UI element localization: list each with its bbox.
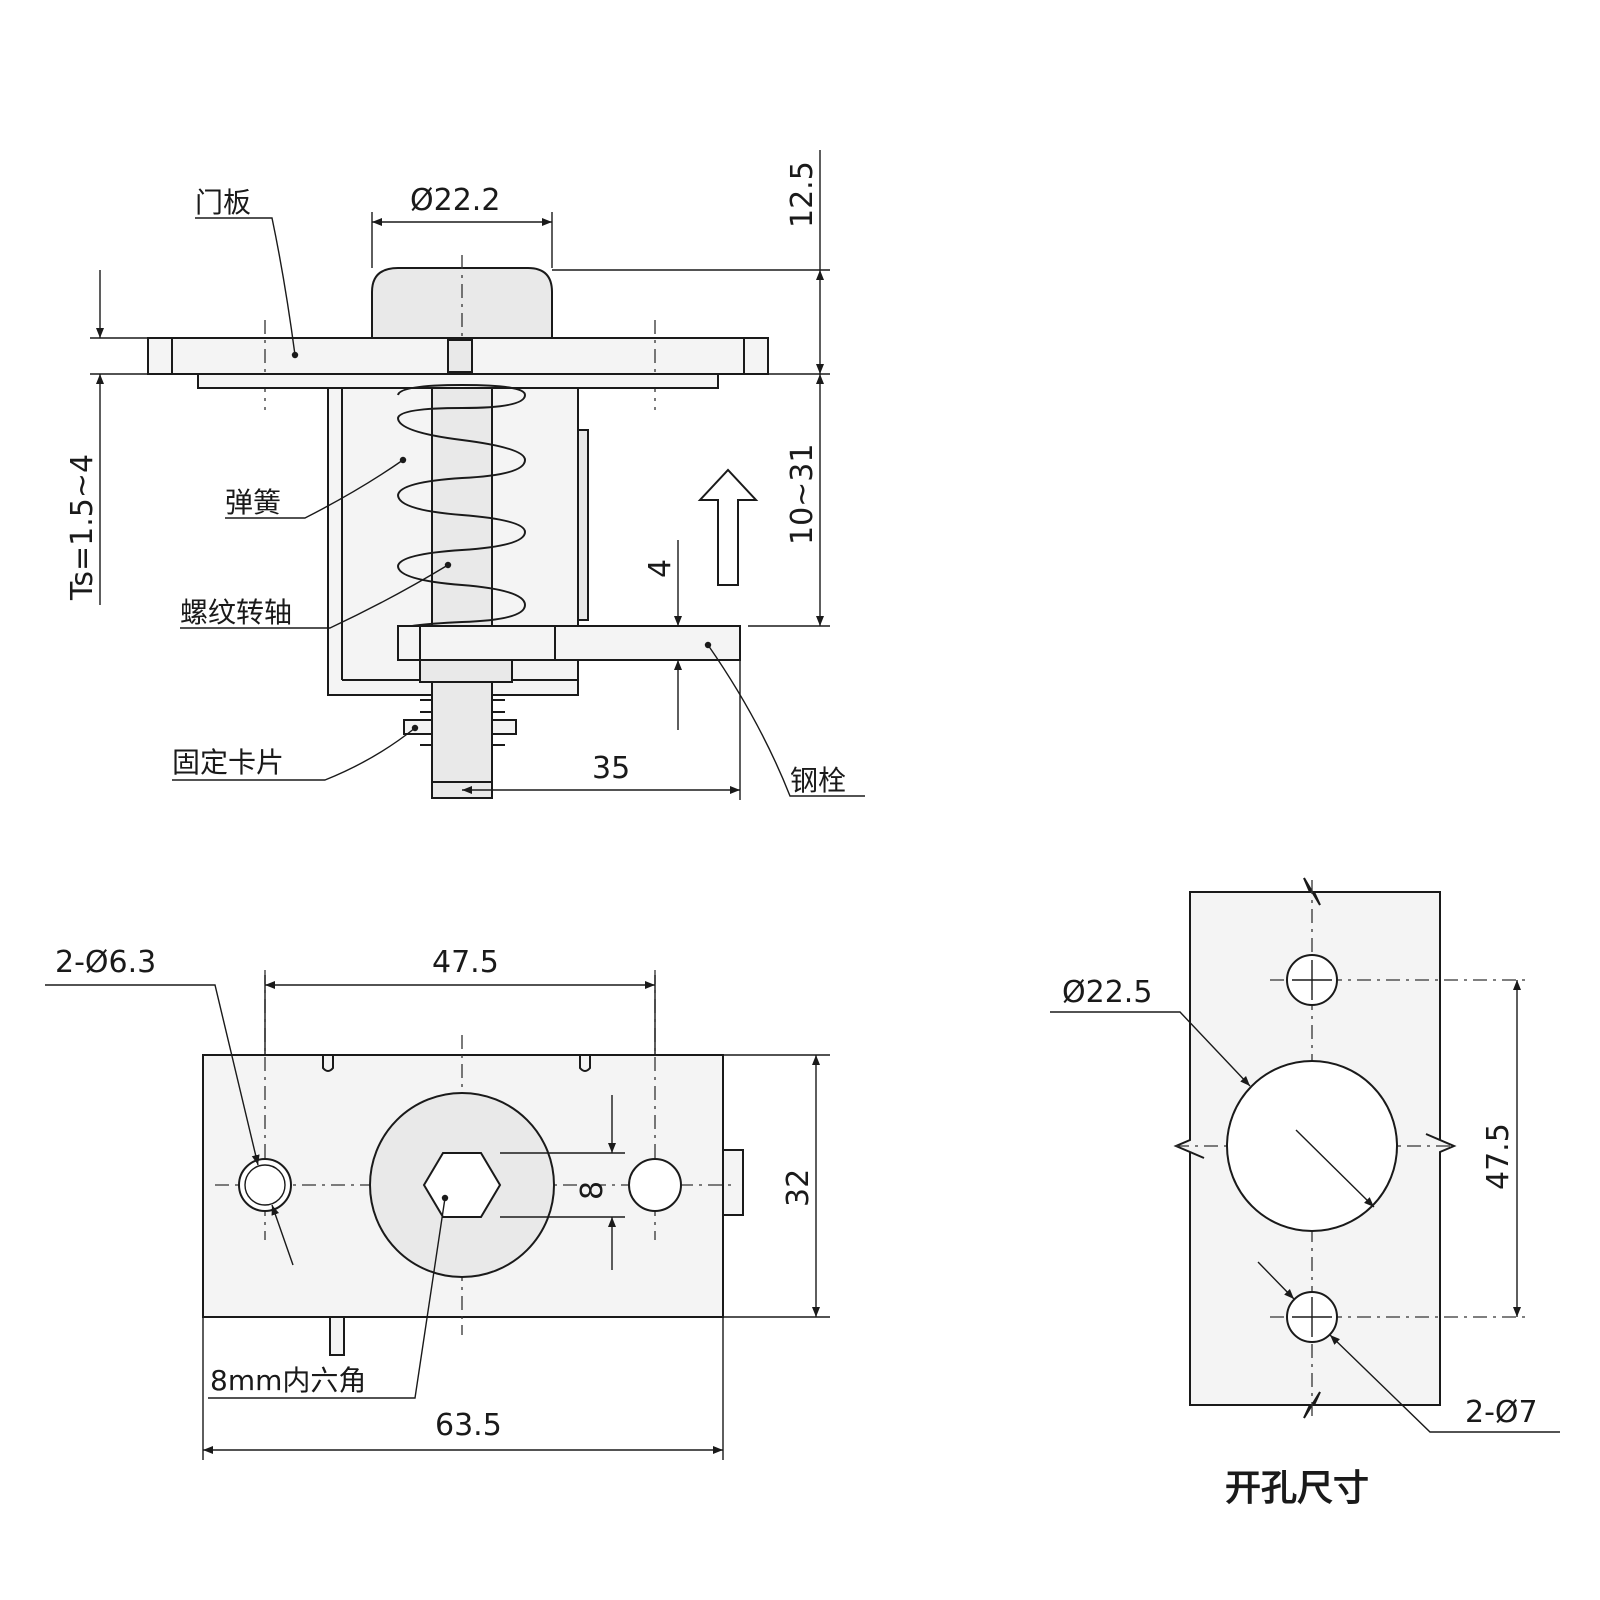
dim-panel-thickness: Ts=1.5~4 <box>65 454 100 601</box>
mounting-hole-right <box>628 1158 682 1212</box>
dim-small-holes: 2-Ø7 <box>1465 1395 1538 1430</box>
cutout-view: Ø22.5 47.5 2-Ø7 开孔尺寸 <box>1050 877 1560 1509</box>
label-spring: 弹簧 <box>225 486 281 519</box>
dim-center-hole: Ø22.5 <box>1062 975 1152 1010</box>
dim-cap-height: 12.5 <box>785 161 820 228</box>
label-retaining-clip: 固定卡片 <box>172 746 284 779</box>
steel-bolt <box>397 625 741 661</box>
front-view: 47.5 2-Ø6.3 8 32 63.5 8mm内六角 <box>45 945 830 1460</box>
dim-holes: 2-Ø6.3 <box>55 945 156 980</box>
label-door-panel: 门板 <box>195 186 251 219</box>
dim-height: 32 <box>781 1169 816 1207</box>
cutout-title: 开孔尺寸 <box>1225 1468 1369 1509</box>
dim-hex: 8 <box>575 1181 610 1200</box>
label-threaded-shaft: 螺纹转轴 <box>180 596 292 629</box>
dim-hole-spacing: 47.5 <box>432 945 499 980</box>
up-arrow <box>697 468 759 586</box>
label-steel-bolt: 钢栓 <box>790 764 846 797</box>
dim-offset: 35 <box>592 751 630 786</box>
label-hex-socket: 8mm内六角 <box>210 1364 366 1397</box>
dim-cutout-spacing: 47.5 <box>1481 1123 1516 1190</box>
spring <box>396 383 527 631</box>
dim-bolt: 4 <box>643 559 678 578</box>
side-view: Ø22.2 12.5 10~31 Ts=1.5~4 4 35 门板 弹簧 螺纹转… <box>65 150 865 800</box>
dim-width: 63.5 <box>435 1408 502 1443</box>
mounting-hole-left <box>238 1158 292 1212</box>
dim-diameter-top: Ø22.2 <box>410 183 500 218</box>
dim-stroke: 10~31 <box>785 444 820 545</box>
